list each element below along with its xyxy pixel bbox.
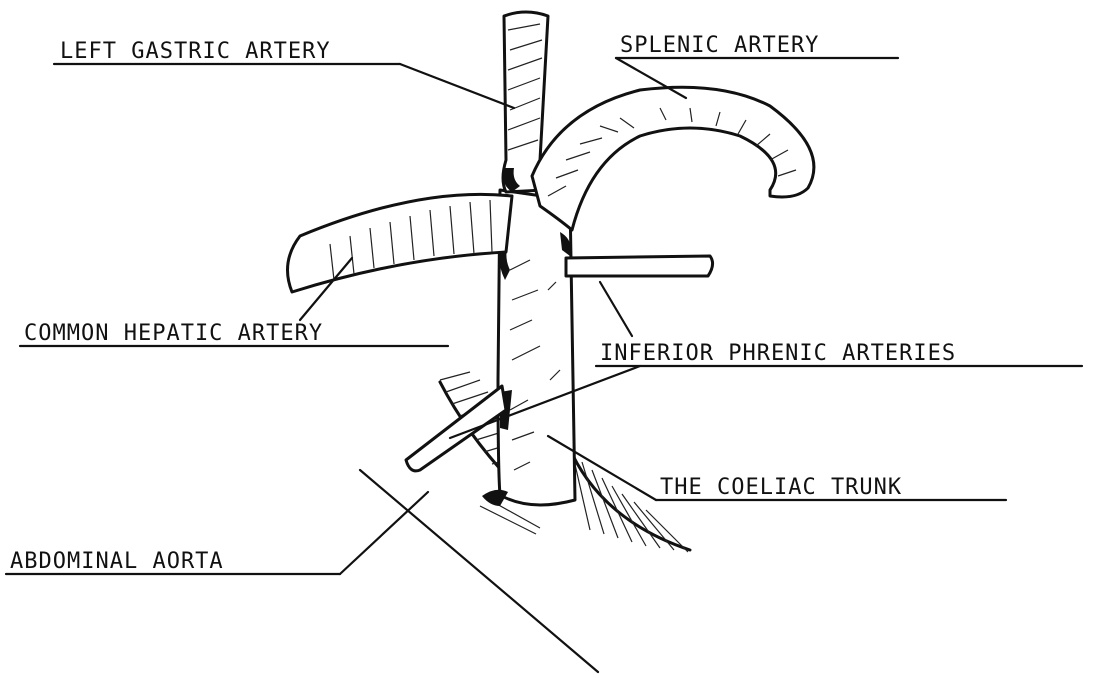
labels: LEFT GASTRIC ARTERY SPLENIC ARTERY COMMO… bbox=[10, 33, 956, 574]
inferior-phrenic-right-body bbox=[566, 256, 713, 276]
label-abdominal-aorta: ABDOMINAL AORTA bbox=[10, 549, 224, 574]
common-hepatic-artery-vessel bbox=[288, 194, 513, 292]
label-left-gastric-artery: LEFT GASTRIC ARTERY bbox=[60, 39, 331, 64]
inferior-phrenic-right-vessel bbox=[560, 232, 713, 276]
label-inferior-phrenic-arteries: INFERIOR PHRENIC ARTERIES bbox=[600, 341, 956, 366]
left-gastric-pointer bbox=[400, 64, 514, 108]
inferior-phrenic-pointer-right bbox=[600, 282, 632, 336]
splenic-artery-vessel bbox=[532, 87, 814, 230]
abdominal-aorta-pointer bbox=[340, 492, 428, 574]
trunk-shadow-3 bbox=[482, 490, 508, 506]
common-hepatic-body bbox=[288, 194, 513, 292]
label-splenic-artery: SPLENIC ARTERY bbox=[620, 33, 819, 58]
label-common-hepatic-artery: COMMON HEPATIC ARTERY bbox=[24, 321, 323, 346]
label-coeliac-trunk: THE COELIAC TRUNK bbox=[660, 475, 902, 500]
